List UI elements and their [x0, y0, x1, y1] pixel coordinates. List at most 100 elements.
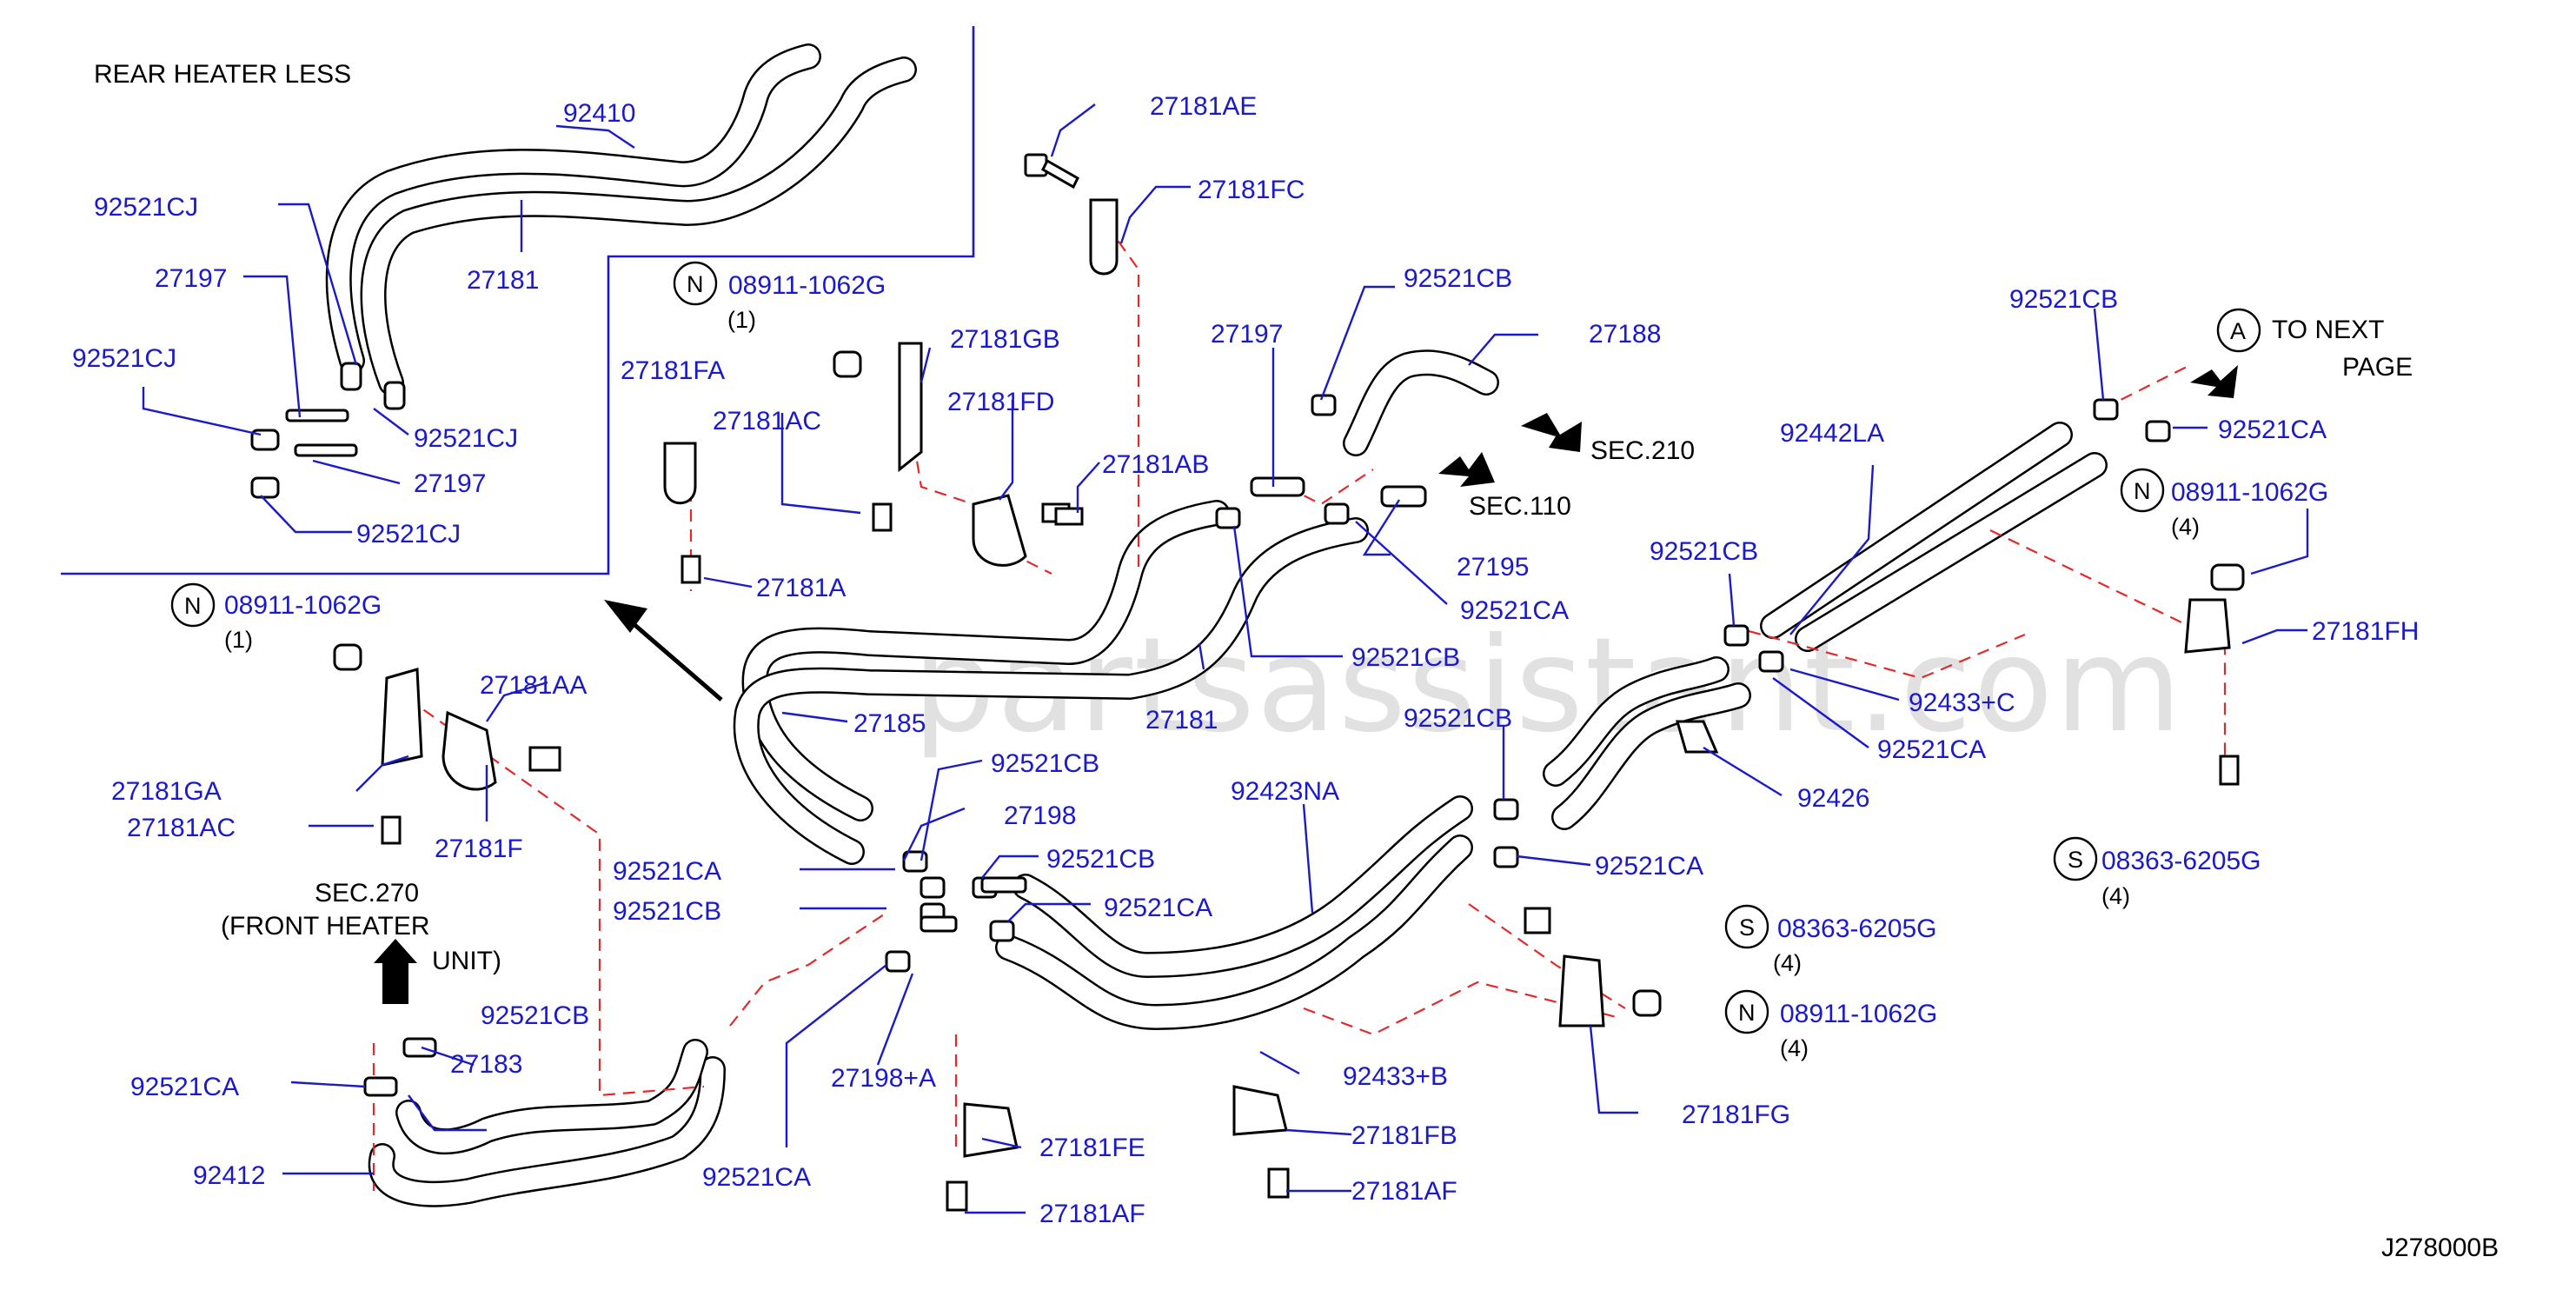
svg-text:A: A: [2230, 318, 2246, 344]
qty-08911-b: (1): [224, 627, 253, 653]
label-92521CA-a[interactable]: 92521CA: [1460, 596, 1569, 625]
note-to-next-page-1: TO NEXT: [2272, 316, 2384, 344]
label-27188[interactable]: 27188: [1589, 320, 1661, 349]
label-08911-1062G-a[interactable]: 08911-1062G: [728, 271, 886, 300]
label-27181-main[interactable]: 27181: [1145, 706, 1218, 735]
note-to-next-page-2: PAGE: [2342, 353, 2413, 382]
label-92521CB-i[interactable]: 92521CB: [2009, 285, 2118, 314]
hose-92426: [1543, 656, 1751, 830]
hose-27188: [1343, 349, 1499, 456]
hose-27181-main: [741, 500, 1230, 821]
label-92521CA-g[interactable]: 92521CA: [1877, 735, 1986, 764]
label-08911-1062G-d[interactable]: 08911-1062G: [2171, 478, 2328, 507]
marker-S-1: S: [1724, 904, 1769, 949]
label-27181AC-a[interactable]: 27181AC: [713, 407, 821, 436]
label-27181AA[interactable]: 27181AA: [480, 671, 587, 700]
label-27197-a[interactable]: 27197: [155, 264, 227, 293]
svg-text:S: S: [2068, 847, 2083, 873]
label-27181FD[interactable]: 27181FD: [947, 388, 1054, 416]
label-92433C[interactable]: 92433+C: [1909, 688, 2015, 717]
label-27181AF-b[interactable]: 27181AF: [1351, 1177, 1457, 1206]
label-92521CB-e[interactable]: 92521CB: [1046, 845, 1155, 874]
part-labels: 92410 92521CJ 27181 27197 92521CJ 92521C…: [72, 92, 2419, 1228]
label-27181GB[interactable]: 27181GB: [950, 325, 1060, 354]
marker-N-3: N: [1724, 989, 1769, 1034]
label-92521CJ-c[interactable]: 92521CJ: [414, 424, 518, 453]
label-08363-6205G-a[interactable]: 08363-6205G: [1777, 914, 1937, 943]
label-08911-1062G-b[interactable]: 08911-1062G: [224, 591, 382, 620]
label-92521CB-c[interactable]: 92521CB: [991, 749, 1099, 778]
hose-27183-92412: [368, 1039, 726, 1207]
qty-08911-a: (1): [727, 307, 756, 333]
label-27181-inset[interactable]: 27181: [467, 266, 539, 295]
diagram-id: J278000B: [2381, 1233, 2499, 1262]
label-27181A[interactable]: 27181A: [756, 574, 846, 602]
qty-08911-d: (4): [2171, 514, 2200, 540]
quantities: (1) (1) (4) (4) (4) (4): [224, 307, 2200, 1061]
label-27181FA[interactable]: 27181FA: [621, 356, 725, 385]
note-sec270-3: UNIT): [432, 947, 501, 975]
label-92410[interactable]: 92410: [563, 99, 635, 128]
label-92521CA-f[interactable]: 92521CA: [1595, 852, 1703, 881]
label-08363-6205G-b[interactable]: 08363-6205G: [2101, 847, 2261, 875]
svg-text:N: N: [1738, 1000, 1756, 1026]
label-92521CA-c[interactable]: 92521CA: [1104, 894, 1212, 922]
label-27197-b[interactable]: 27197: [414, 469, 486, 498]
label-92521CA-d[interactable]: 92521CA: [130, 1073, 239, 1101]
arrow-sec210-icon: [1521, 413, 1582, 452]
label-92521CA-b[interactable]: 92521CA: [613, 857, 721, 886]
label-92521CB-a[interactable]: 92521CB: [1404, 264, 1512, 293]
label-27181FB[interactable]: 27181FB: [1351, 1121, 1457, 1150]
label-92433B[interactable]: 92433+B: [1343, 1062, 1448, 1091]
label-92426[interactable]: 92426: [1797, 784, 1869, 813]
svg-text:S: S: [1739, 914, 1755, 941]
svg-text:N: N: [687, 271, 704, 297]
marker-S-2: S: [2053, 836, 2098, 881]
label-92521CB-h[interactable]: 92521CB: [1650, 537, 1758, 566]
label-27185[interactable]: 27185: [853, 709, 926, 738]
label-92521CB-d[interactable]: 92521CB: [613, 897, 721, 926]
label-08911-1062G-c[interactable]: 08911-1062G: [1780, 1000, 1937, 1028]
label-27181FC[interactable]: 27181FC: [1198, 176, 1305, 204]
label-92521CJ-b[interactable]: 92521CJ: [72, 344, 176, 373]
hose-92442LA: [1760, 422, 2108, 652]
hose-27185: [733, 517, 1369, 865]
label-27181AF-a[interactable]: 27181AF: [1039, 1200, 1145, 1228]
label-92521CA-e[interactable]: 92521CA: [702, 1163, 811, 1192]
label-92412[interactable]: 92412: [193, 1161, 265, 1190]
label-27198[interactable]: 27198: [1004, 801, 1076, 830]
label-92521CJ-d[interactable]: 92521CJ: [356, 520, 461, 549]
label-27183[interactable]: 27183: [450, 1050, 522, 1079]
qty-08363-b: (4): [2101, 883, 2130, 909]
label-27181AC-b[interactable]: 27181AC: [127, 814, 236, 842]
label-27181FE[interactable]: 27181FE: [1039, 1134, 1145, 1162]
qty-08911-c: (4): [1780, 1035, 1809, 1061]
label-27181FG[interactable]: 27181FG: [1682, 1100, 1790, 1129]
arrow-next-page-icon: [2190, 365, 2238, 398]
label-27181GA[interactable]: 27181GA: [111, 777, 222, 806]
label-27181FH[interactable]: 27181FH: [2312, 617, 2419, 646]
notes: REAR HEATER LESS TO NEXT PAGE SEC.210 SE…: [94, 60, 2499, 1262]
marker-N-4: N: [2120, 468, 2165, 513]
label-92521CB-f[interactable]: 92521CB: [481, 1001, 589, 1030]
label-92521CJ-a[interactable]: 92521CJ: [94, 193, 198, 222]
arrow-sec110-icon: [1438, 452, 1495, 487]
note-rear-heater-less: REAR HEATER LESS: [94, 60, 351, 89]
hose-92423NA: [995, 795, 1473, 1030]
label-27195[interactable]: 27195: [1457, 553, 1529, 582]
label-92442LA[interactable]: 92442LA: [1780, 419, 1884, 448]
label-92423NA[interactable]: 92423NA: [1231, 777, 1339, 806]
label-27181AE[interactable]: 27181AE: [1150, 92, 1257, 121]
label-92521CB-g[interactable]: 92521CB: [1404, 704, 1512, 733]
label-27181AB[interactable]: 27181AB: [1102, 450, 1209, 479]
label-92521CA-h[interactable]: 92521CA: [2218, 416, 2327, 444]
label-27198A[interactable]: 27198+A: [831, 1064, 936, 1093]
note-sec270-1: SEC.270: [315, 879, 419, 908]
marker-circles: N N N N S S A: [170, 261, 2261, 1034]
inset-frame: [61, 26, 975, 575]
label-27197-c[interactable]: 27197: [1211, 320, 1283, 349]
label-92521CB-b[interactable]: 92521CB: [1351, 643, 1460, 672]
label-27181F[interactable]: 27181F: [435, 835, 523, 863]
direction-arrows: [374, 365, 2238, 1004]
